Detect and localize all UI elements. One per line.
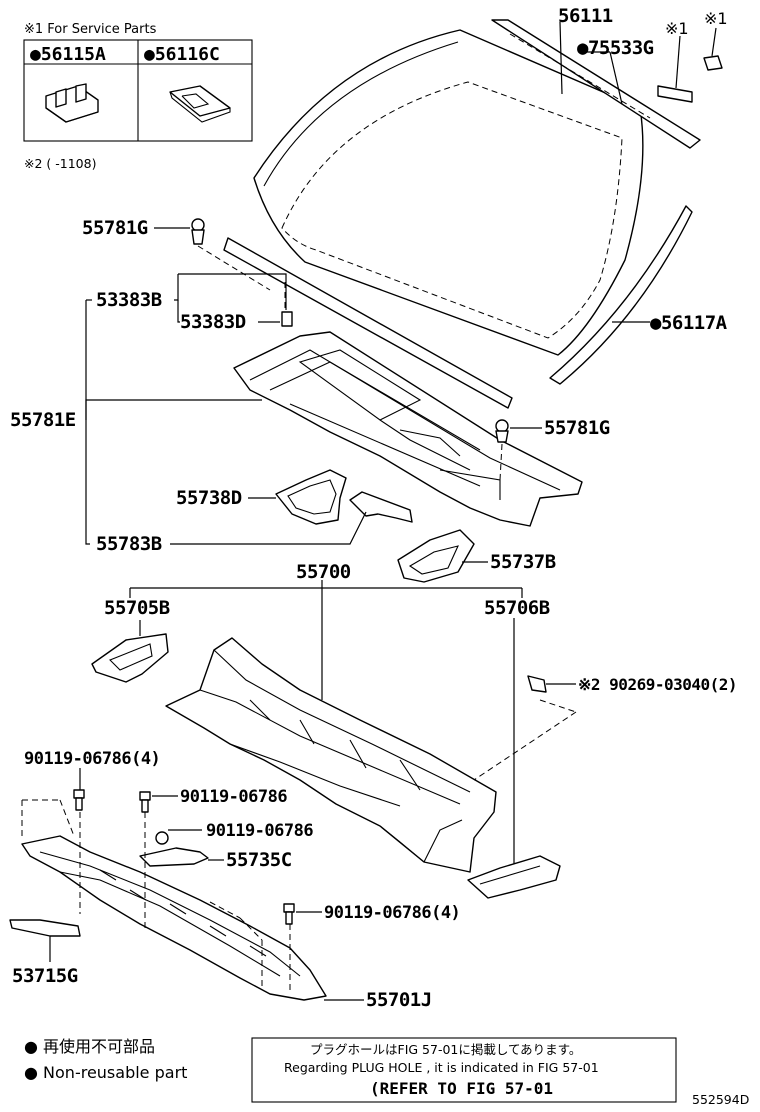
windshield-glass bbox=[253, 29, 644, 356]
label-mark1b: ※1 bbox=[704, 9, 728, 28]
service-part-56115a: ●56115A bbox=[30, 44, 106, 65]
note-2-range: ※2 ( -1108) bbox=[24, 156, 96, 171]
lower-panel-55701j bbox=[21, 835, 327, 1001]
bolt-90119-a-icon bbox=[73, 789, 85, 811]
label-56111: 56111 bbox=[558, 5, 613, 27]
bolt-90119-d-icon bbox=[283, 903, 295, 925]
label-75533g: ●75533G bbox=[577, 37, 654, 59]
clip-56116c-icon bbox=[169, 85, 231, 123]
bolt-90119-c-icon bbox=[155, 831, 169, 845]
label-90119-b: 90119-06786 bbox=[206, 821, 313, 841]
clip-55781g-mid-icon bbox=[495, 419, 509, 443]
side-molding bbox=[549, 205, 693, 385]
cowl-panel-55700 bbox=[165, 637, 497, 873]
refer-line-en: Regarding PLUG HOLE , it is indicated in… bbox=[284, 1060, 599, 1075]
seal-55735c-icon bbox=[139, 847, 209, 867]
service-part-56116c: ●56116C bbox=[144, 44, 220, 65]
clip-small bbox=[703, 55, 723, 71]
clip-90269-icon bbox=[527, 675, 547, 693]
label-90119-4a: 90119-06786(4) bbox=[24, 749, 160, 769]
legend-ja: ● 再使用不可部品 bbox=[24, 1037, 155, 1056]
legend-en: ● Non-reusable part bbox=[24, 1063, 187, 1082]
cowl-weatherstrip bbox=[223, 237, 513, 409]
seal-55738d-icon bbox=[275, 469, 347, 525]
label-55781g-mid: 55781G bbox=[544, 417, 610, 439]
label-55783b: 55783B bbox=[96, 533, 162, 555]
label-55781g-top: 55781G bbox=[82, 217, 148, 239]
seal-55783b-icon bbox=[349, 491, 413, 523]
service-parts-header: ※1 For Service Parts bbox=[24, 22, 157, 37]
clip-56115a-icon bbox=[45, 83, 99, 123]
spacer-strip bbox=[657, 85, 693, 103]
label-55737b: 55737B bbox=[490, 551, 556, 573]
bolt-90119-b-icon bbox=[139, 791, 151, 813]
label-55781e: 55781E bbox=[10, 409, 76, 431]
label-mark1a: ※1 bbox=[665, 19, 689, 38]
label-55735c: 55735C bbox=[226, 849, 292, 871]
label-55705b: 55705B bbox=[104, 597, 170, 619]
label-53383b: 53383B bbox=[96, 289, 162, 311]
clip-53383d-icon bbox=[281, 311, 293, 327]
label-55700: 55700 bbox=[296, 561, 351, 583]
clip-55781g-top-icon bbox=[191, 218, 205, 245]
top-molding bbox=[491, 19, 701, 149]
label-53715g: 53715G bbox=[12, 965, 78, 987]
label-90119-a: 90119-06786 bbox=[180, 787, 287, 807]
label-56117a: ●56117A bbox=[650, 312, 728, 334]
refer-line-fig: (REFER TO FIG 57-01 bbox=[370, 1079, 553, 1098]
label-90119-4b: 90119-06786(4) bbox=[324, 903, 460, 923]
figure-id: 552594D bbox=[692, 1092, 749, 1107]
seal-53715g-icon bbox=[9, 919, 81, 937]
refer-line-ja: プラグホールはFIG 57-01に掲載してあります。 bbox=[310, 1042, 581, 1057]
service-parts-box: ※1 For Service Parts ●56115A ●56116C bbox=[23, 22, 253, 142]
seal-55737b-icon bbox=[397, 529, 475, 583]
label-55701j: 55701J bbox=[366, 989, 432, 1011]
label-55738d: 55738D bbox=[176, 487, 242, 509]
label-53383d: 53383D bbox=[180, 311, 246, 333]
refer-box: プラグホールはFIG 57-01に掲載してあります。 Regarding PLU… bbox=[251, 1037, 677, 1103]
cowl-top-panel bbox=[233, 331, 583, 527]
label-90269: ※2 90269-03040(2) bbox=[578, 675, 737, 694]
bracket-55706b-icon bbox=[467, 855, 561, 899]
bracket-55705b-icon bbox=[91, 633, 169, 683]
label-55706b: 55706B bbox=[484, 597, 550, 619]
